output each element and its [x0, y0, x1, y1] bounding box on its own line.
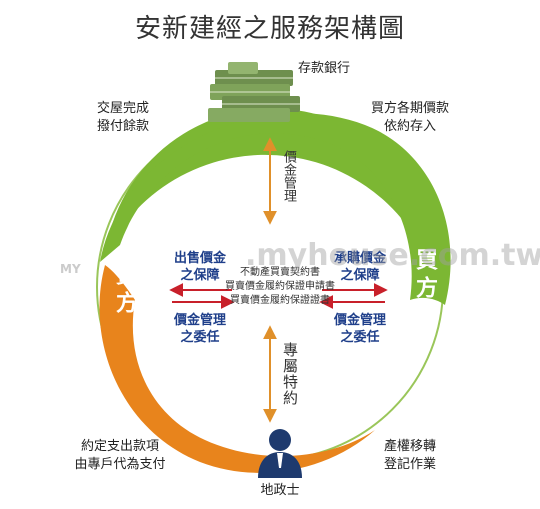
right-top-line-2: 之保障	[340, 268, 380, 283]
money-stack-icon	[208, 62, 300, 122]
left-top-flow: 出售價金 之保障	[165, 250, 235, 284]
right-bottom-line-2: 之委任	[340, 330, 380, 345]
top-left-line-2: 撥付餘款	[96, 119, 149, 134]
left-bottom-line-2: 之委任	[180, 330, 220, 345]
bottom-left-label: 約定支出款項 由專戶代為支付	[60, 438, 180, 474]
left-top-line-2: 之保障	[180, 268, 220, 283]
bottom-left-line-2: 由專戶代為支付	[74, 457, 166, 472]
right-bottom-flow: 價金管理 之委任	[325, 312, 395, 346]
bottom-right-line-1: 產權移轉	[383, 439, 436, 454]
bottom-left-line-1: 約定支出款項	[80, 439, 159, 454]
watermark-logo: MY	[60, 262, 81, 276]
exclusive-agreement-label: 專屬特約	[281, 342, 299, 406]
top-left-label: 交屋完成 撥付餘款	[78, 100, 168, 136]
left-bottom-line-1: 價金管理	[173, 313, 226, 328]
seller-label: 賣方	[112, 263, 137, 319]
right-top-flow: 承購價金 之保障	[325, 250, 395, 284]
left-top-line-1: 出售價金	[173, 251, 226, 266]
top-right-line-1: 買方各期價款	[370, 101, 449, 116]
doc-contract: 不動產買賣契約書	[240, 267, 320, 278]
bottom-right-label: 產權移轉 登記作業	[370, 438, 450, 474]
price-management-label: 價金管理	[281, 150, 296, 202]
center-documents: 不動產買賣契約書 買賣價金履約保證申請書 買賣價金履約保證證書	[220, 266, 340, 308]
doc-application: 買賣價金履約保證申請書	[225, 281, 335, 292]
watermark-text: .myhouse.com.tw	[245, 238, 540, 273]
page-title: 安新建經之服務架構圖	[134, 14, 405, 44]
top-left-line-1: 交屋完成	[96, 101, 149, 116]
bank-label: 存款銀行	[298, 61, 351, 76]
bottom-right-line-2: 登記作業	[383, 457, 436, 472]
left-bottom-flow: 價金管理 之委任	[165, 312, 235, 346]
right-top-line-1: 承購價金	[333, 251, 386, 266]
person-icon	[258, 429, 302, 478]
green-crescent-body	[100, 113, 451, 305]
doc-certificate: 買賣價金履約保證證書	[230, 295, 330, 306]
orange-crescent-body	[99, 265, 375, 473]
right-bottom-line-1: 價金管理	[333, 313, 386, 328]
buyer-label: 買方	[412, 248, 437, 304]
top-right-label: 買方各期價款 依約存入	[355, 100, 465, 136]
land-office-label: 地政士	[260, 483, 300, 498]
top-right-line-2: 依約存入	[383, 119, 436, 134]
